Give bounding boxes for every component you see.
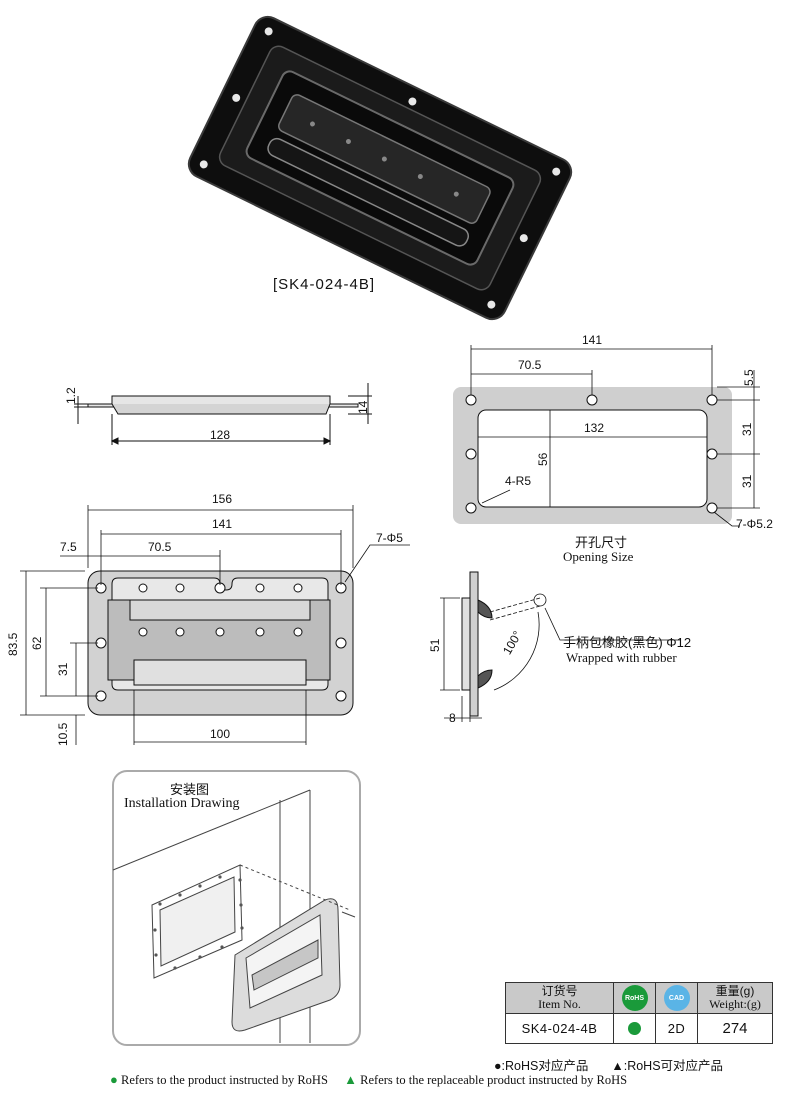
rohs-badge-icon: RoHS [621, 985, 648, 1011]
item-no-header-cn: 订货号 [541, 984, 578, 998]
item-no-header-en: Item No. [538, 997, 581, 1011]
weight-cell: 274 [722, 1020, 748, 1037]
replaceable-triangle-icon: ▲ [344, 1072, 358, 1087]
profile-grip-cn: 手柄包橡胶(黑色) Φ12 [563, 635, 692, 650]
rohs-compliant-dot-icon [628, 1022, 641, 1035]
cutout-opening-width-dim: 132 [584, 421, 605, 435]
front-hole-offset-dim: 7.5 [60, 540, 77, 554]
legend-replaceable-en: Refers to the replaceable product instru… [360, 1073, 628, 1087]
profile-grip-en: Wrapped with rubber [566, 650, 677, 665]
side-width-dim: 128 [210, 428, 231, 442]
installation-title-cn: 安装图 [170, 782, 210, 797]
cutout-title-cn: 开孔尺寸 [575, 535, 628, 550]
spec-table: 订货号 Item No. RoHS CAD 重量(g) Weight:(g) S… [505, 982, 773, 1044]
rohs-badge-label: RoHS [624, 994, 645, 1002]
rohs-cell [614, 1014, 656, 1043]
cutout-title-en: Opening Size [563, 549, 634, 564]
front-handle-width-dim: 100 [210, 727, 231, 741]
front-overall-width-dim: 156 [212, 492, 233, 506]
profile-depth-dim: 8 [449, 711, 456, 725]
weight-header: 重量(g) Weight:(g) [698, 983, 772, 1014]
legend-line-1: ●:RoHS对应产品 ▲:RoHS可对应产品 [494, 1055, 723, 1074]
cutout-corner-radius-dim: 4-R5 [505, 474, 532, 488]
front-half-pitch-dim: 70.5 [148, 540, 172, 554]
item-no-cell: SK4-024-4B [506, 1014, 614, 1043]
cutout-holes-callout: 7-Φ5.2 [736, 517, 773, 531]
legend-rohs-en: Refers to the product instructed by RoHS [120, 1073, 328, 1087]
cad-header: CAD [656, 983, 698, 1014]
rohs-dot-icon: ● [110, 1072, 118, 1087]
item-no-header: 订货号 Item No. [506, 983, 614, 1014]
cutout-half-pitch-dim: 70.5 [518, 358, 542, 372]
cad-cell: 2D [656, 1014, 698, 1043]
front-hole-pitch-dim: 141 [212, 517, 233, 531]
legend-line-2: ● Refers to the product instructed by Ro… [110, 1072, 627, 1088]
cad-badge-icon: CAD [663, 985, 690, 1011]
legend-replaceable-cn: ▲:RoHS可对应产品 [611, 1059, 724, 1073]
installation-title-en: Installation Drawing [124, 796, 240, 811]
weight-header-cn: 重量(g) [715, 984, 755, 998]
legend-rohs-cn: ●:RoHS对应产品 [494, 1059, 589, 1073]
weight-header-en: Weight:(g) [709, 997, 761, 1011]
cutout-hole-pitch-dim: 141 [582, 333, 603, 347]
product-code-label: [SK4-024-4B] [273, 276, 376, 293]
rohs-header: RoHS [614, 983, 656, 1014]
front-holes-callout: 7-Φ5 [376, 531, 403, 545]
cad-badge-label: CAD [668, 994, 685, 1002]
